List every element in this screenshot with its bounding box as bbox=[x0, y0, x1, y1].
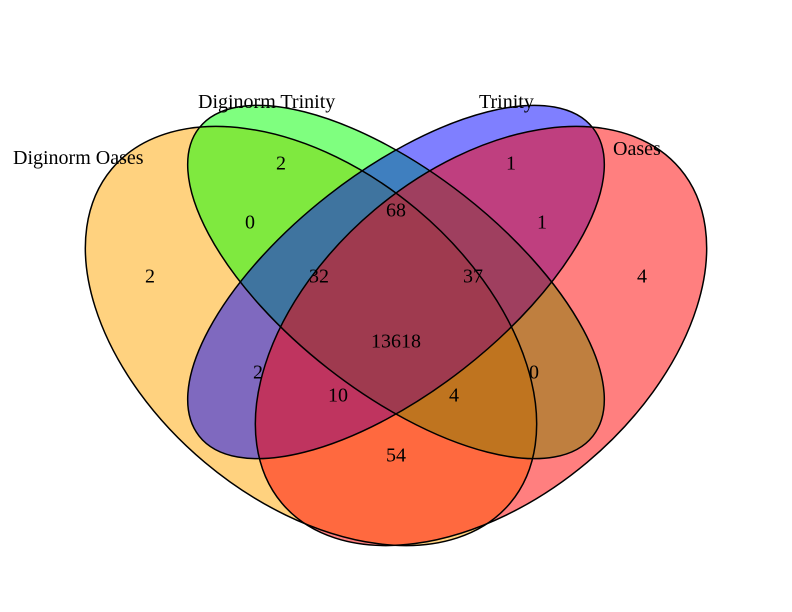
set-label-trinity: Trinity bbox=[479, 91, 534, 113]
set-label-diginorm-trinity: Diginorm Trinity bbox=[198, 91, 335, 113]
region-count: 10 bbox=[328, 385, 348, 407]
diginorm-trinity-ellipse-outline bbox=[186, 104, 606, 460]
oases-ellipse-fill bbox=[255, 126, 707, 546]
region-count: 4 bbox=[449, 385, 459, 407]
region-count: 32 bbox=[309, 266, 329, 288]
region-count: 2 bbox=[145, 266, 155, 288]
region-count: 13618 bbox=[371, 331, 421, 353]
region-count: 2 bbox=[276, 153, 286, 175]
region-count: 68 bbox=[386, 200, 406, 222]
set-label-diginorm-oases: Diginorm Oases bbox=[13, 147, 144, 169]
trinity-ellipse-outline bbox=[186, 104, 606, 460]
region-count: 2 bbox=[253, 362, 263, 384]
set-outlines bbox=[84, 104, 708, 547]
region-count: 4 bbox=[637, 266, 647, 288]
region-count: 54 bbox=[386, 445, 406, 467]
region-count: 0 bbox=[529, 362, 539, 384]
region-count: 37 bbox=[463, 266, 483, 288]
set-fills bbox=[85, 105, 707, 546]
set-labels: Diginorm Oases Diginorm Trinity Trinity … bbox=[13, 91, 661, 169]
region-count: 1 bbox=[506, 153, 516, 175]
region-count: 0 bbox=[245, 212, 255, 234]
region-count: 1 bbox=[537, 212, 547, 234]
region-counts: 2 1 2 4 0 68 1 32 37 13618 2 0 10 4 54 bbox=[145, 153, 647, 467]
set-label-oases: Oases bbox=[613, 138, 661, 160]
oases-ellipse-outline bbox=[254, 125, 708, 547]
diginorm-oases-ellipse-outline bbox=[84, 125, 538, 547]
